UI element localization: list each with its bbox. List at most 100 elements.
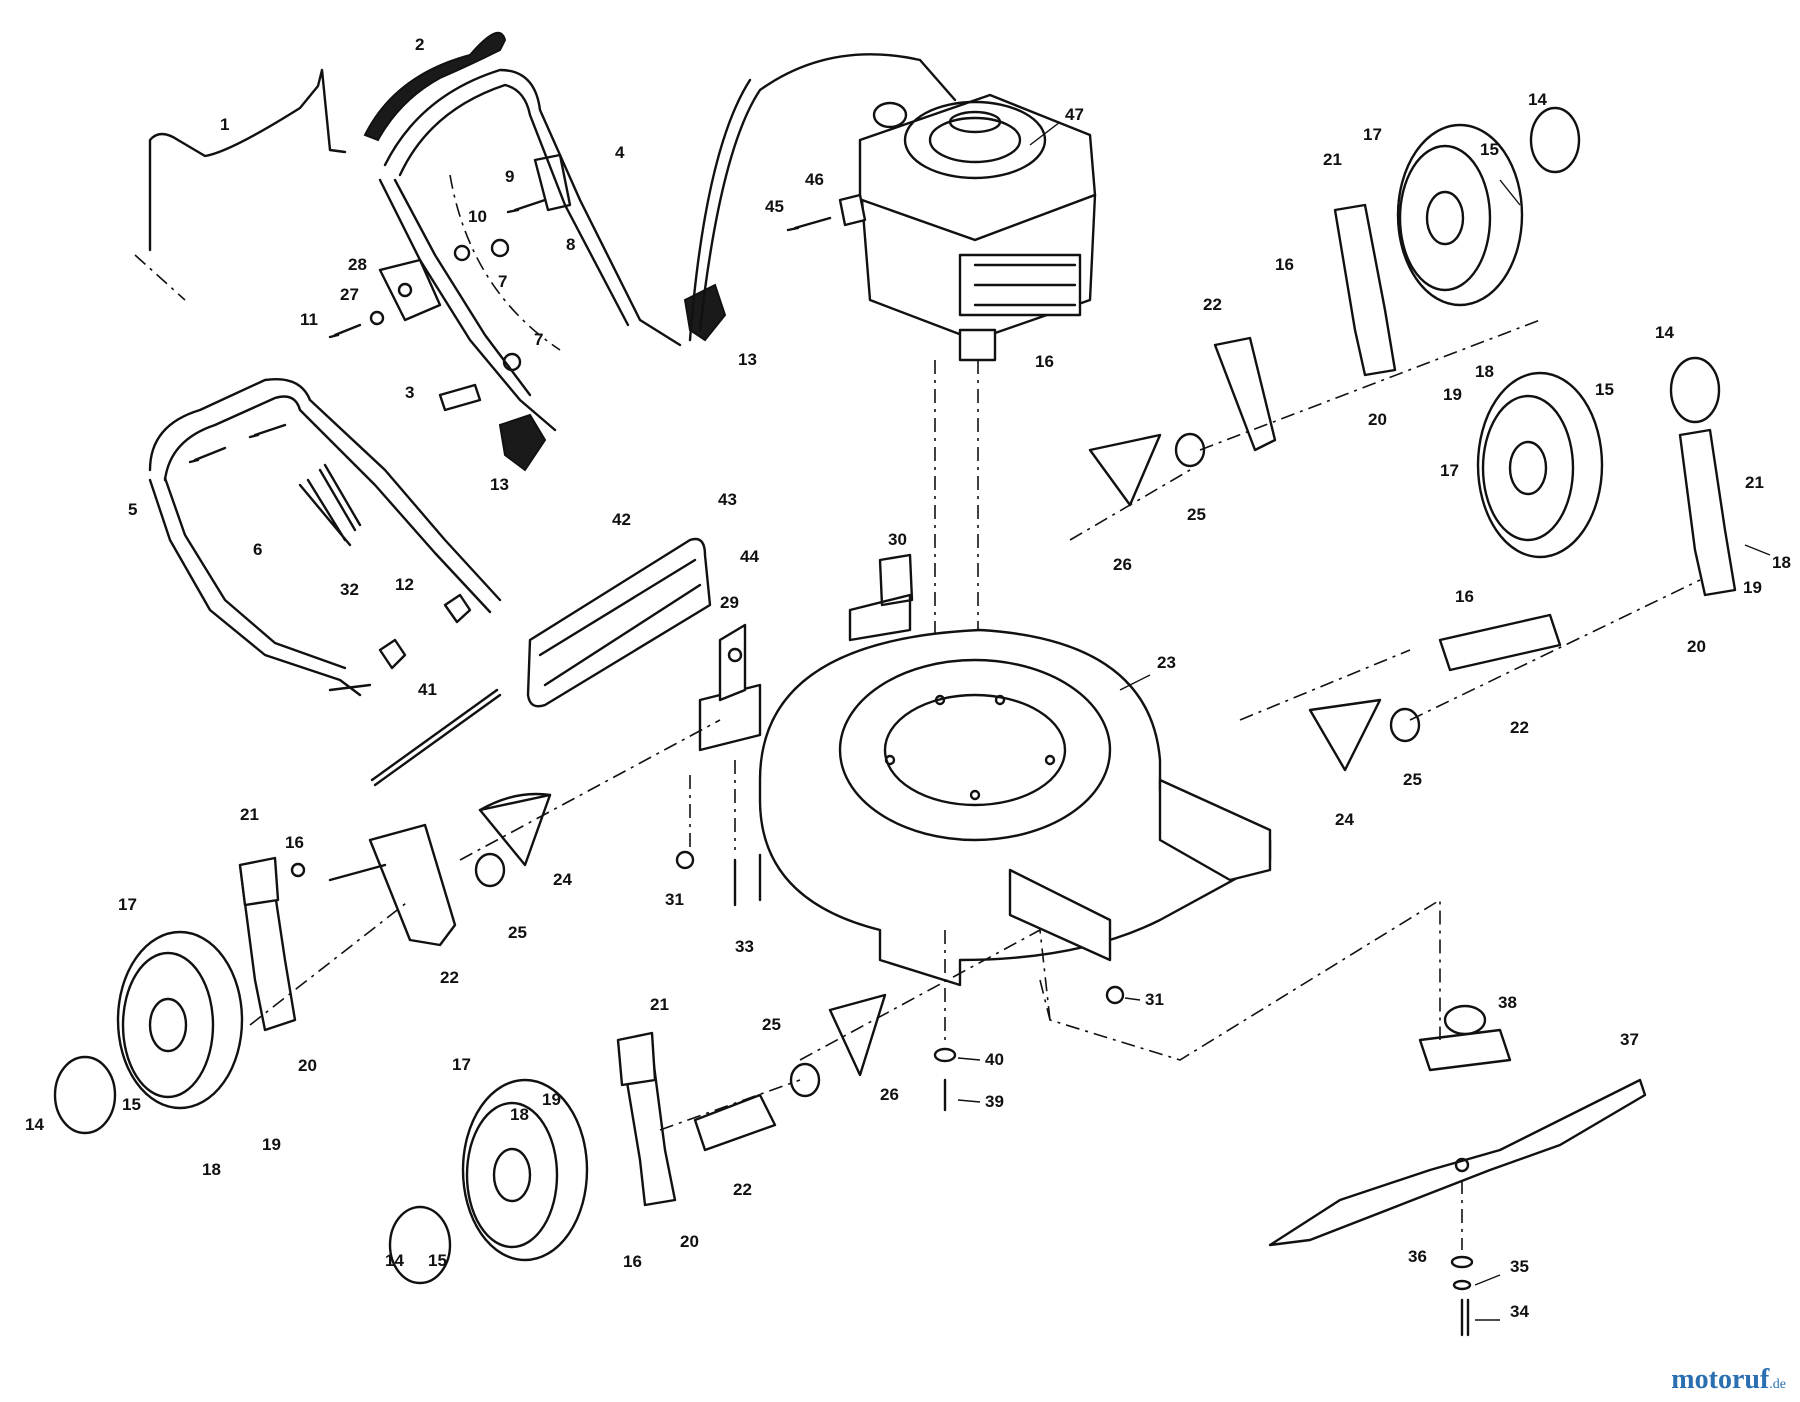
wheel-rear-right (1476, 356, 1721, 559)
callout-16d: 16 (285, 833, 304, 852)
callout-5: 5 (128, 500, 137, 519)
front-right-wheel-bracket (1174, 203, 1397, 468)
control-lever-part-8 (533, 153, 572, 212)
callout-13b: 13 (490, 475, 509, 494)
callout-18c: 18 (202, 1160, 221, 1179)
callout-29: 29 (720, 593, 739, 612)
callout-31b: 31 (1145, 990, 1164, 1009)
callout-42: 42 (612, 510, 631, 529)
blade-bolt-part-34-36 (1450, 1255, 1474, 1337)
callout-16a: 16 (1275, 255, 1294, 274)
callout-22d: 22 (733, 1180, 752, 1199)
callout-24b: 24 (1335, 810, 1354, 829)
bracket-part-30 (848, 553, 914, 642)
callout-43: 43 (718, 490, 737, 509)
callout-16e: 16 (623, 1252, 642, 1271)
callout-6: 6 (253, 540, 262, 559)
callout-21a: 21 (1323, 150, 1342, 169)
watermark-suffix: .de (1769, 1377, 1786, 1392)
mower-deck-part-23 (758, 628, 1272, 987)
callout-28: 28 (348, 255, 367, 274)
assembly-guide-lines (249, 319, 1701, 1250)
wing-nuts-part-12 (378, 593, 472, 670)
callout-31a: 31 (665, 890, 684, 909)
engine-part-47 (858, 93, 1097, 362)
callout-19d: 19 (542, 1090, 561, 1109)
callout-20c: 20 (298, 1056, 317, 1075)
bolts-part-7-9-11 (328, 198, 547, 412)
callout-39: 39 (985, 1092, 1004, 1111)
bolts-part-31-33 (675, 850, 1125, 1005)
handle-frame-part-4 (378, 68, 682, 432)
rear-right-wheel-bracket (1389, 428, 1737, 743)
callout-20a: 20 (1368, 410, 1387, 429)
callout-14c: 14 (25, 1115, 44, 1134)
callout-40: 40 (985, 1050, 1004, 1069)
callout-21d: 21 (650, 995, 669, 1014)
callout-leaders (957, 121, 1771, 1321)
front-left-wheel-bracket (238, 823, 506, 1032)
callout-14b: 14 (1655, 323, 1674, 342)
handle-knob-part-13-upper (683, 283, 727, 342)
callout-33: 33 (735, 937, 754, 956)
callout-26b: 26 (880, 1085, 899, 1104)
callout-21b: 21 (1745, 473, 1764, 492)
callout-47: 47 (1065, 105, 1084, 124)
callout-16c: 16 (1455, 587, 1474, 606)
callout-37: 37 (1620, 1030, 1639, 1049)
callout-26a: 26 (1113, 555, 1132, 574)
callout-20b: 20 (1687, 637, 1706, 656)
callout-19a: 19 (1443, 385, 1462, 404)
callout-35: 35 (1510, 1257, 1529, 1276)
callout-21c: 21 (240, 805, 259, 824)
adjuster-sector-part-26-bottom (828, 993, 887, 1077)
wheel-rear-left (388, 1078, 589, 1285)
callout-20d: 20 (680, 1232, 699, 1251)
callout-15b: 15 (1595, 380, 1614, 399)
callout-38: 38 (1498, 993, 1517, 1012)
rear-left-wheel-bracket (616, 1031, 821, 1207)
callout-15d: 15 (428, 1251, 447, 1270)
callout-1: 1 (220, 115, 229, 134)
callout-30: 30 (888, 530, 907, 549)
callout-14a: 14 (1528, 90, 1547, 109)
callout-45: 45 (765, 197, 784, 216)
cable-clip-part-45-46 (786, 193, 867, 232)
handle-knob-part-13-lower (498, 413, 547, 472)
callout-24a: 24 (553, 870, 572, 889)
callout-17a: 17 (1363, 125, 1382, 144)
callout-27: 27 (340, 285, 359, 304)
callout-17c: 17 (118, 895, 137, 914)
callout-36: 36 (1408, 1247, 1427, 1266)
handle-upper-part-1 (134, 68, 347, 301)
callout-11: 11 (300, 310, 318, 329)
callout-19c: 19 (262, 1135, 281, 1154)
callout-41: 41 (418, 680, 437, 699)
callout-25d: 25 (762, 1015, 781, 1034)
adjuster-sector-part-26-top (1088, 433, 1162, 507)
callout-46: 46 (805, 170, 824, 189)
callout-2: 2 (415, 35, 424, 54)
watermark-brand: motoruf (1671, 1364, 1770, 1395)
wheel-front-right (1396, 106, 1581, 307)
callout-18a: 18 (1475, 362, 1494, 381)
callout-3: 3 (405, 383, 414, 402)
callout-17d: 17 (452, 1055, 471, 1074)
callout-17b: 17 (1440, 461, 1459, 480)
callout-16b: 16 (1035, 352, 1054, 371)
watermark: motoruf.de (1671, 1364, 1786, 1396)
wheel-front-left (53, 930, 244, 1135)
axle-rod-part-41 (370, 688, 502, 787)
callout-34: 34 (1510, 1302, 1529, 1321)
callout-14d: 14 (385, 1251, 404, 1270)
rear-deflector-part-42 (526, 537, 712, 708)
callout-12: 12 (395, 575, 414, 594)
blade-part-37 (1268, 1078, 1647, 1247)
callout-32: 32 (340, 580, 359, 599)
callout-22c: 22 (440, 968, 459, 987)
throttle-cable (688, 53, 957, 342)
callout-25c: 25 (508, 923, 527, 942)
bolts-part-6-32 (188, 423, 362, 547)
callout-22a: 22 (1203, 295, 1222, 314)
